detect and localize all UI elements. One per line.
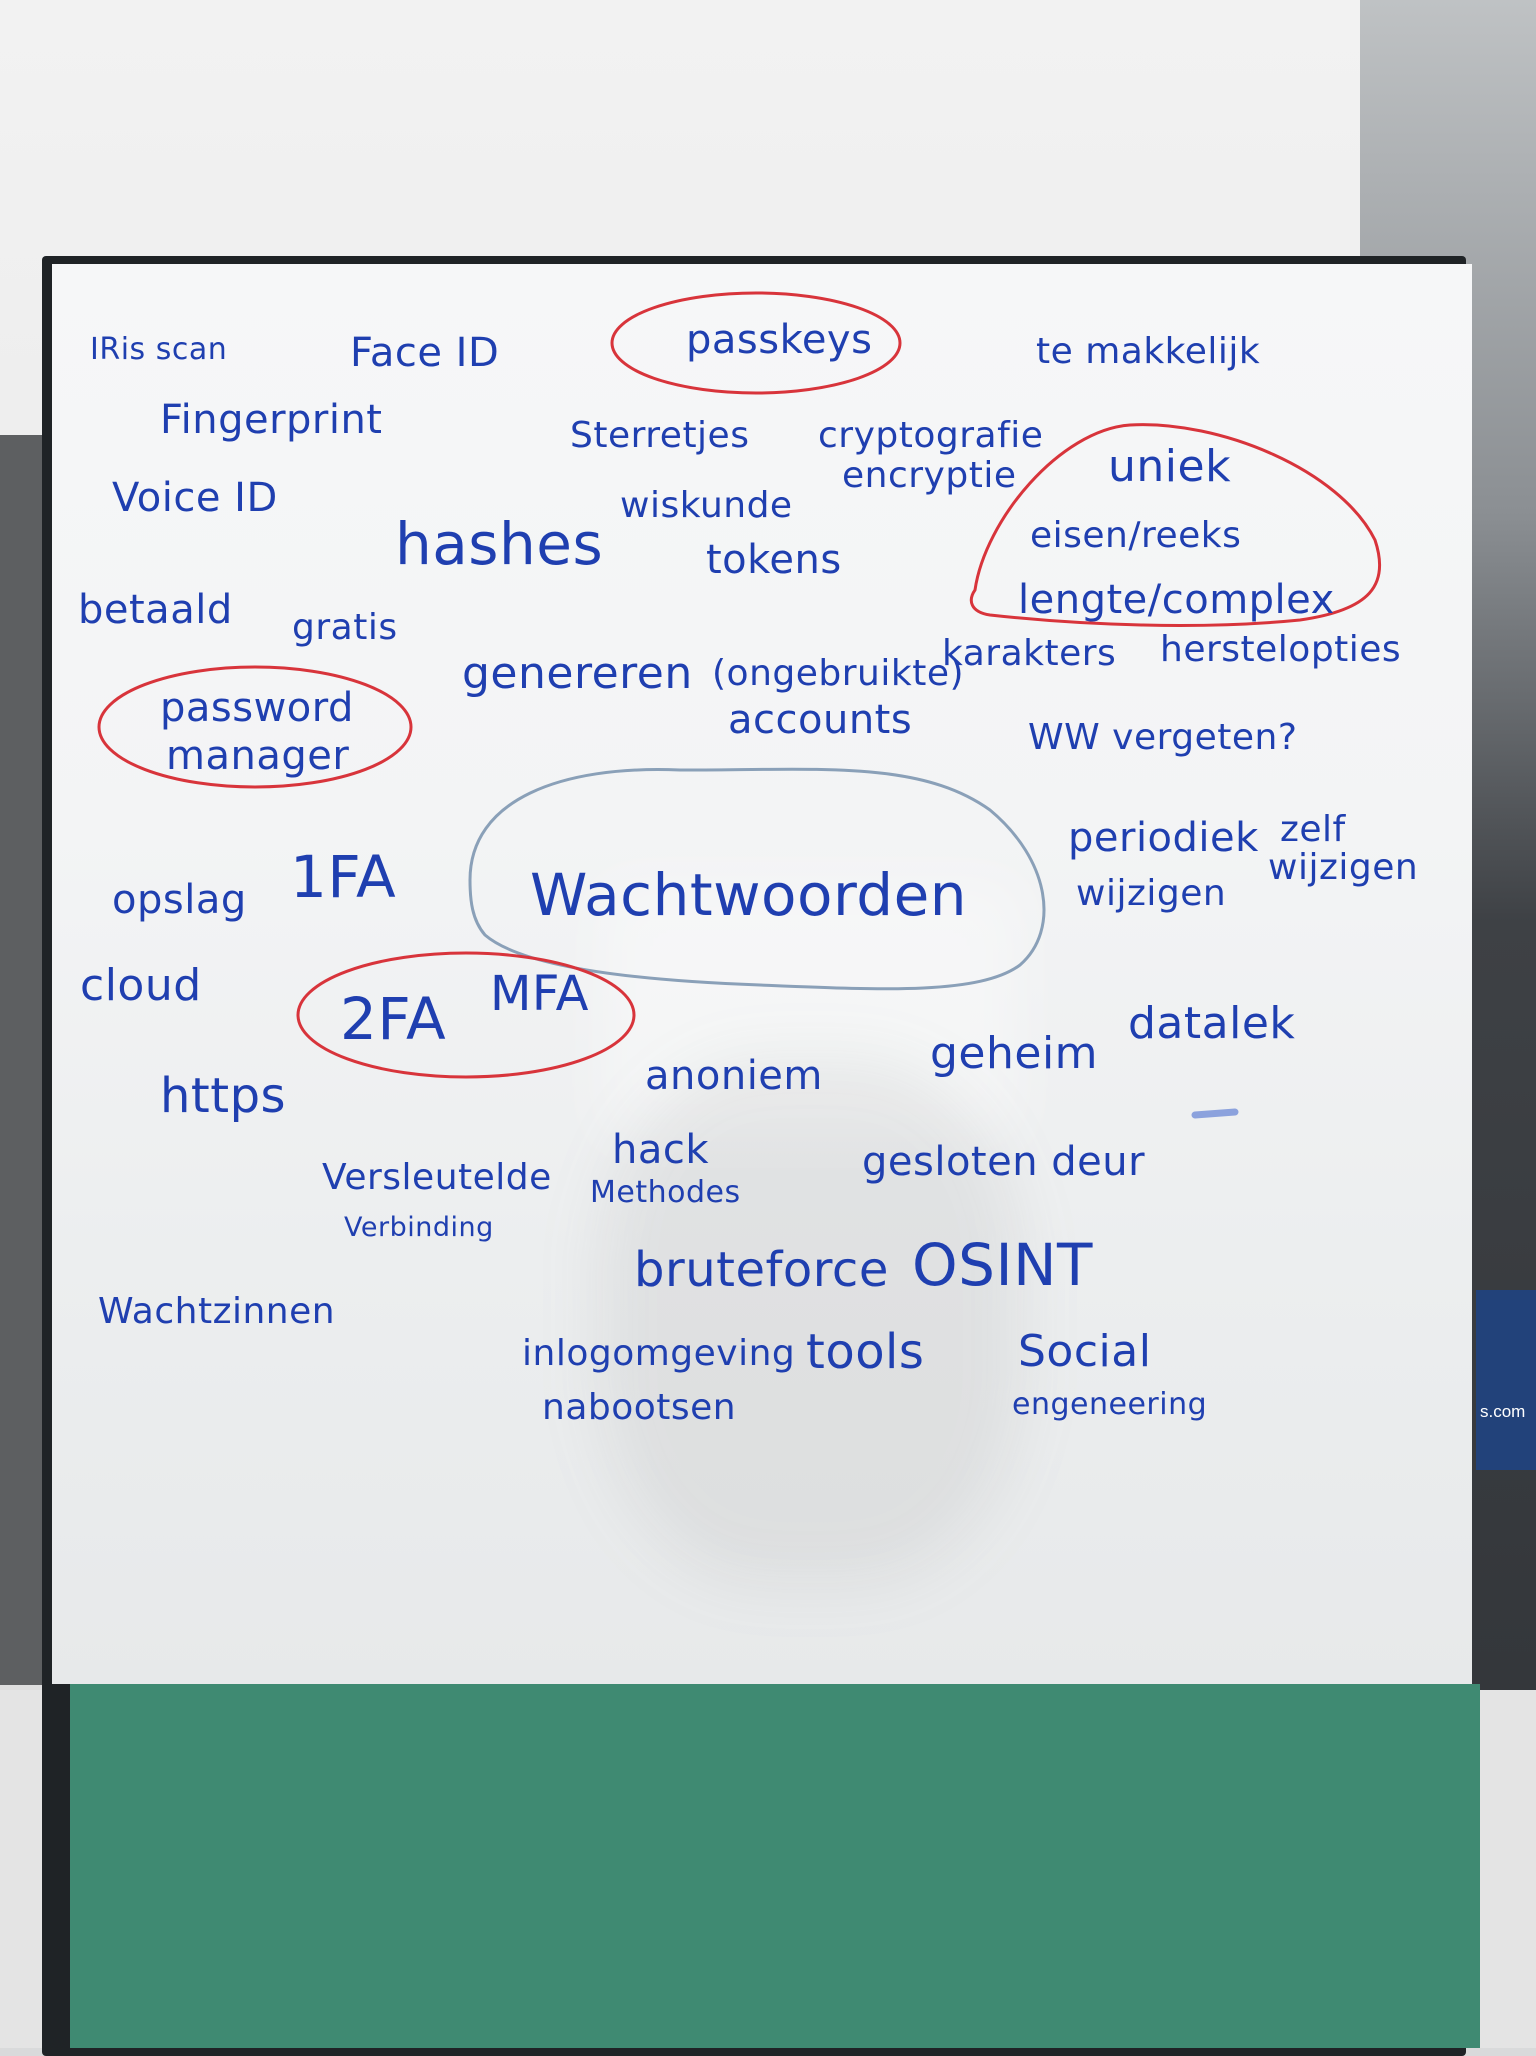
word-betaald: betaald (78, 587, 233, 633)
word-zelf: zelf (1280, 809, 1346, 850)
word-passkeys: passkeys (686, 317, 873, 363)
word-nabootsen: nabootsen (542, 1387, 737, 1428)
word-cloud: cloud (80, 960, 202, 1011)
circle-password-manager (97, 665, 413, 789)
word-fingerprint: Fingerprint (160, 397, 383, 443)
word-tools: tools (806, 1324, 925, 1380)
word-te-makkelijk: te makkelijk (1036, 331, 1261, 372)
word-geheim: geheim (930, 1028, 1099, 1079)
word-encryptie: encryptie (842, 455, 1017, 496)
circle-uniek (969, 423, 1382, 627)
word-eisen-reeks: eisen/reeks (1030, 515, 1242, 556)
circle-passkeys (610, 291, 902, 395)
word-karakters: karakters (942, 633, 1117, 674)
word-iris-scan: IRis scan (90, 332, 228, 367)
word-anoniem: anoniem (645, 1053, 823, 1099)
background-banner: s.com (1476, 1290, 1536, 1470)
word-wiskunde: wiskunde (620, 485, 793, 526)
word-tokens: tokens (706, 537, 842, 583)
word-bruteforce: bruteforce (634, 1242, 889, 1298)
word-genereren: genereren (462, 648, 693, 699)
word-1fa: 1FA (290, 843, 397, 911)
word-ongebruikte: (ongebruikte) (712, 653, 965, 694)
reflection (600, 1060, 1020, 1580)
word-https: https (160, 1068, 287, 1124)
word-2fa: 2FA (340, 985, 447, 1053)
word-wachtzinnen: Wachtzinnen (98, 1291, 336, 1332)
word-methodes: Methodes (590, 1175, 741, 1210)
word-verbinding: Verbinding (344, 1212, 494, 1243)
scribble-mark (1191, 1108, 1239, 1119)
word-social: Social (1018, 1326, 1152, 1377)
word-gratis: gratis (292, 607, 398, 648)
word-datalek: datalek (1128, 998, 1296, 1049)
word-password: password (160, 685, 354, 731)
glare (600, 880, 1020, 1140)
circle-2fa-mfa (296, 951, 636, 1079)
word-osint: OSINT (912, 1231, 1093, 1299)
word-versleutelde: Versleutelde (322, 1157, 552, 1198)
word-cryptografie: cryptografie (818, 415, 1044, 456)
word-face-id: Face ID (350, 330, 500, 376)
word-opslag: opslag (112, 877, 247, 923)
word-periodiek: periodiek (1068, 815, 1259, 861)
word-wachtwoorden: Wachtwoorden (530, 861, 968, 929)
word-inlogomgeving: inlogomgeving (522, 1333, 796, 1374)
word-voice-id: Voice ID (112, 475, 278, 521)
word-engeneering: engeneering (1012, 1387, 1208, 1422)
word-accounts: accounts (728, 697, 913, 743)
word-hack: hack (612, 1127, 710, 1173)
word-herstelopties: herstelopties (1160, 629, 1402, 670)
word-uniek: uniek (1108, 441, 1232, 492)
word-mfa: MFA (490, 966, 589, 1022)
word-wijzigen-1: wijzigen (1076, 873, 1227, 914)
felt-panel (70, 1684, 1480, 2048)
word-lengte-complex: lengte/complex (1018, 577, 1335, 623)
banner-text: s.com (1480, 1402, 1526, 1421)
whiteboard-surface (52, 264, 1472, 1684)
word-manager: manager (166, 733, 350, 779)
word-hashes: hashes (395, 510, 604, 578)
word-wijzigen-2: wijzigen (1268, 847, 1419, 888)
word-ww-vergeten: WW vergeten? (1028, 717, 1298, 758)
word-sterretjes: Sterretjes (570, 415, 750, 456)
word-gesloten-deur: gesloten deur (862, 1139, 1146, 1185)
